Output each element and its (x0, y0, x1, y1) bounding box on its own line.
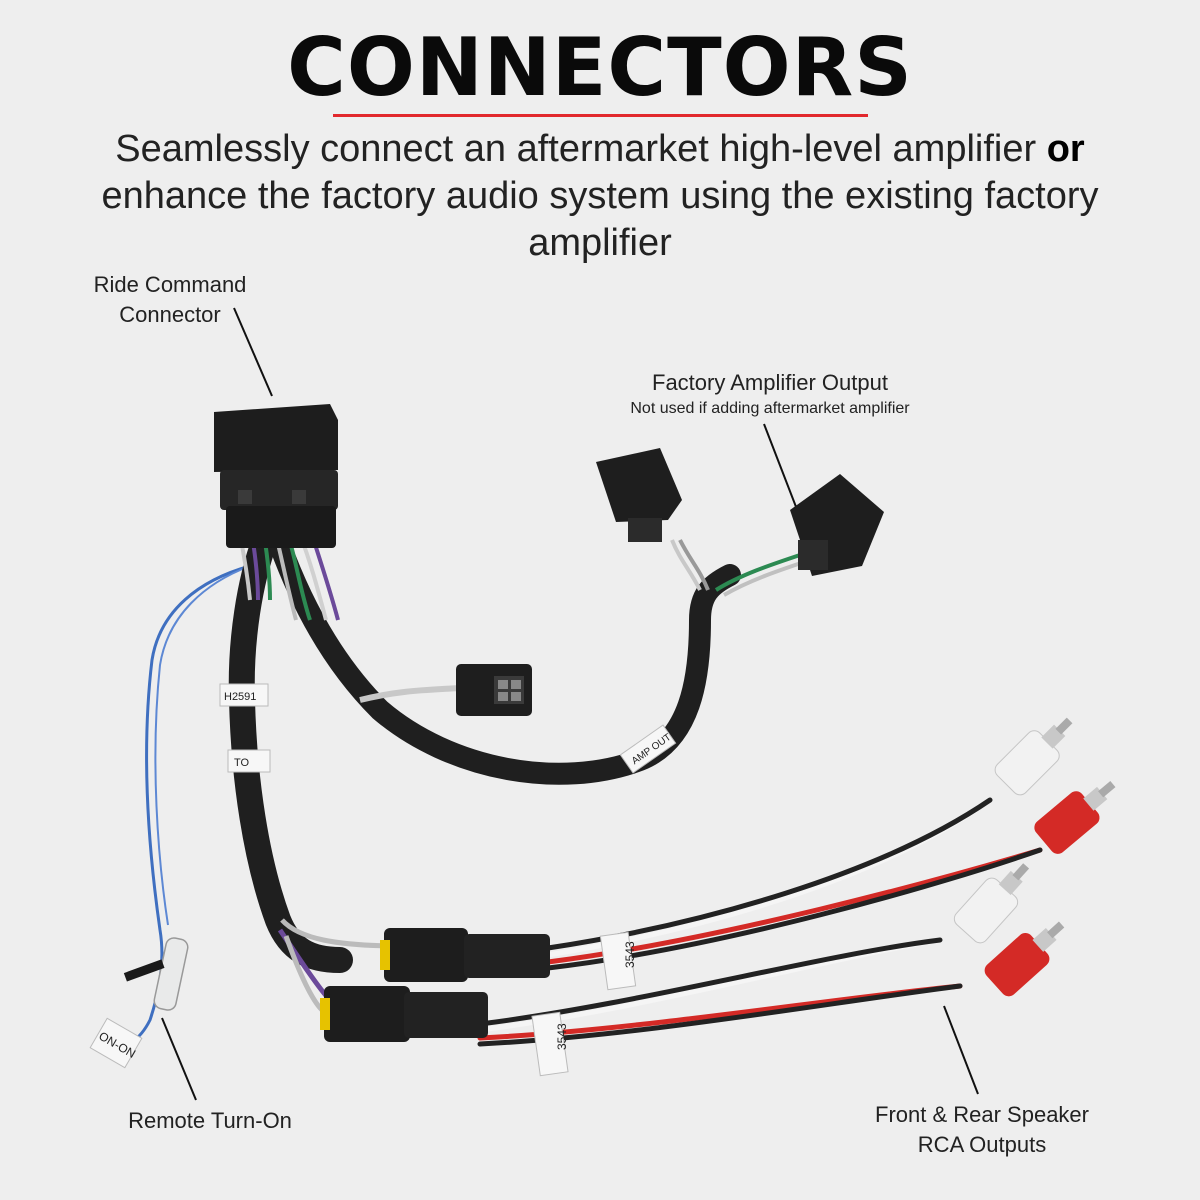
subtitle-bold-or: or (1046, 128, 1085, 170)
remote-turn-on-label: Remote Turn-On (128, 1108, 292, 1133)
rca-line1: Front & Rear Speaker (875, 1102, 1089, 1127)
callout-factory-amp: Factory Amplifier Output Not used if add… (590, 368, 950, 420)
callout-remote-turn-on: Remote Turn-On (100, 1106, 320, 1136)
ride-command-line2: Connector (119, 302, 221, 327)
small-4pin-connector (456, 664, 532, 716)
rca-plug-white-1 (994, 717, 1073, 796)
inline-connector-upper (380, 928, 550, 982)
title-underline (333, 114, 868, 117)
factory-amp-title: Factory Amplifier Output (652, 370, 888, 395)
factory-amp-note: Not used if adding aftermarket amplifier (630, 400, 910, 417)
tag-3543-a: 3543 (623, 941, 637, 968)
subtitle-text-1: Seamlessly connect an aftermarket high-l… (115, 128, 1047, 170)
tag-to: TO (234, 757, 250, 769)
rca-line2: RCA Outputs (917, 1132, 1047, 1157)
factory-amp-connector-right (790, 474, 884, 576)
inline-connector-lower (320, 986, 488, 1042)
ride-command-connector (214, 404, 338, 548)
page-subtitle: Seamlessly connect an aftermarket high-l… (60, 126, 1140, 267)
callout-leaders (161, 307, 979, 1101)
remote-terminal: ON-ON (89, 937, 189, 1069)
rca-plug-white-2 (953, 863, 1030, 944)
subtitle-text-2: enhance the factory audio system using t… (101, 175, 1099, 264)
ride-command-line1: Ride Command (93, 272, 247, 297)
callout-rca-outputs: Front & Rear Speaker RCA Outputs (850, 1100, 1114, 1160)
rca-plug-red-1 (1034, 780, 1116, 854)
page-title: CONNECTORS (287, 21, 913, 114)
callout-ride-command: Ride Command Connector (70, 270, 270, 330)
rca-plug-red-2 (984, 921, 1065, 997)
factory-amp-connector-left (596, 448, 682, 542)
tag-h2591-a: H2591 (224, 691, 256, 703)
tag-3543-b: 3543 (555, 1023, 569, 1050)
